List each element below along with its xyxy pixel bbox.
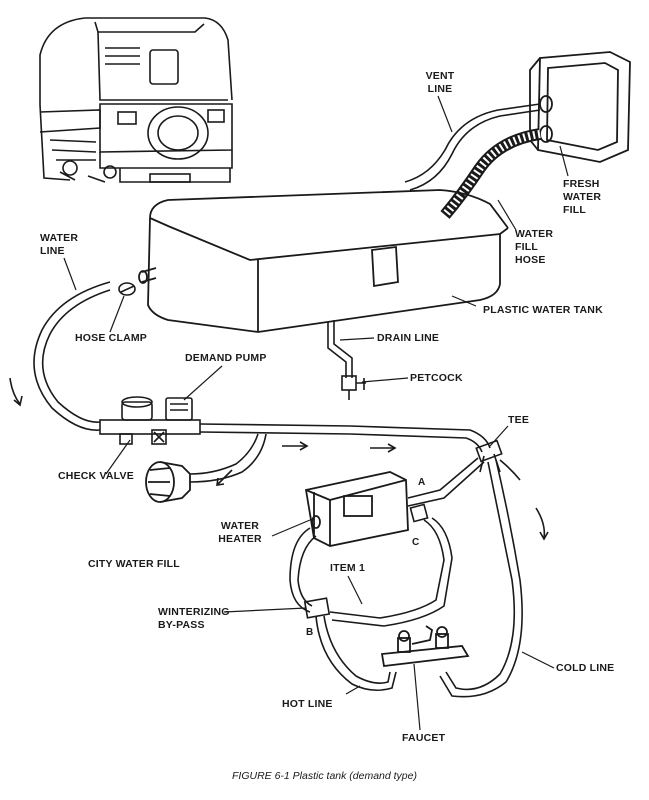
label-fresh-water-fill: FRESH WATER FILL <box>563 178 601 217</box>
label-point-c: C <box>412 537 420 548</box>
fresh-water-fill-box <box>529 51 631 163</box>
demand-pump <box>99 396 201 445</box>
city-water-fill <box>145 461 191 503</box>
label-faucet: FAUCET <box>402 732 446 744</box>
bypass-and-lines <box>289 459 523 698</box>
label-item-1: ITEM 1 <box>330 562 366 574</box>
drain-line <box>327 320 366 400</box>
main-line <box>189 423 491 483</box>
label-demand-pump: DEMAND PUMP <box>185 352 267 364</box>
water-heater <box>304 471 409 547</box>
label-check-valve: CHECK VALVE <box>58 470 134 482</box>
water-line <box>33 281 111 431</box>
label-point-b: B <box>306 627 314 638</box>
label-plastic-water-tank: PLASTIC WATER TANK <box>483 304 603 316</box>
label-line: HEATER <box>218 533 262 545</box>
heater-fittings <box>329 457 485 627</box>
label-city-water-fill: CITY WATER FILL <box>88 558 180 570</box>
label-line: WATER <box>563 191 602 203</box>
label-line: FILL <box>515 241 538 253</box>
label-tee: TEE <box>508 414 530 426</box>
label-water-fill-hose: WATER FILL HOSE <box>515 228 553 267</box>
motorhome-illustration <box>39 17 233 183</box>
label-line: WINTERIZING <box>158 606 230 618</box>
vent-line <box>404 103 541 191</box>
faucet <box>380 625 470 667</box>
label-line: WATER <box>515 228 554 240</box>
label-petcock: PETCOCK <box>410 372 463 384</box>
label-drain-line: DRAIN LINE <box>377 332 440 344</box>
plastic-water-tank <box>138 189 509 333</box>
label-line: LINE <box>427 83 453 95</box>
label-line: VENT <box>425 70 455 82</box>
figure-caption: FIGURE 6-1 Plastic tank (demand type) <box>232 770 417 782</box>
leader-lines <box>63 95 569 731</box>
label-line: WATER <box>40 232 79 244</box>
water-fill-hose <box>440 128 542 219</box>
label-line: WATER <box>220 520 260 532</box>
label-line: FILL <box>563 204 586 216</box>
label-water-line: WATER LINE <box>40 232 78 258</box>
label-water-heater: WATER HEATER <box>208 520 272 546</box>
label-hose-clamp: HOSE CLAMP <box>75 332 148 344</box>
label-line: HOSE <box>515 254 546 266</box>
label-winterizing-bypass: WINTERIZING BY-PASS <box>158 606 230 632</box>
label-line: LINE <box>40 245 65 257</box>
hose-clamp <box>118 282 136 296</box>
label-vent-line: VENT LINE <box>420 70 460 96</box>
label-point-a: A <box>418 477 426 488</box>
label-hot-line: HOT LINE <box>282 698 333 710</box>
label-line: BY-PASS <box>158 619 205 631</box>
label-line: FRESH <box>563 178 600 190</box>
label-cold-line: COLD LINE <box>556 662 615 674</box>
flow-arrows <box>9 377 549 541</box>
